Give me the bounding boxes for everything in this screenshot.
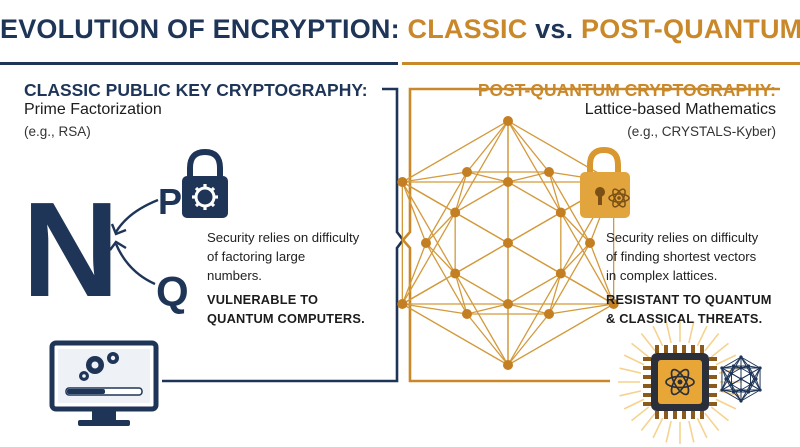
pqc-description: Security relies on difficulty of finding… <box>606 228 796 285</box>
factor-arrows-icon <box>109 198 159 286</box>
classic-verdict: VULNERABLE TO QUANTUM COMPUTERS. <box>207 290 397 328</box>
factor-q-glyph: Q <box>156 268 189 315</box>
pqc-bracket-line <box>401 87 780 383</box>
title-part-post-quantum: POST-QUANTUM <box>580 14 800 44</box>
classic-subtitle: Prime Factorization <box>24 101 162 118</box>
page-title: EVOLUTION OF ENCRYPTION: CLASSIC vs. POS… <box>0 14 800 45</box>
title-divider-navy <box>0 62 398 65</box>
pqc-description-line: in complex lattices. <box>606 268 718 283</box>
factor-p-glyph: P <box>158 181 182 222</box>
classic-example: (e.g., RSA) <box>24 124 91 139</box>
padlock-atom-icon <box>580 146 630 218</box>
computer-monitor-gears-icon <box>49 340 159 426</box>
classic-description-line: of factoring large <box>207 249 306 264</box>
pqc-verdict-line: & CLASSICAL THREATS. <box>606 311 763 326</box>
title-part-evolution: EVOLUTION OF ENCRYPTION: <box>0 14 408 44</box>
factor-n-glyph: N <box>22 174 120 325</box>
pqc-description-line: Security relies on difficulty <box>606 230 759 245</box>
title-part-vs: vs. <box>527 14 581 44</box>
pqc-example: (e.g., CRYSTALS-Kyber) <box>627 124 776 139</box>
classic-description-line: Security relies on difficulty <box>207 230 360 245</box>
classic-heading: CLASSIC PUBLIC KEY CRYPTOGRAPHY: <box>24 80 368 100</box>
lattice-icon <box>397 116 619 370</box>
classic-description: Security relies on difficulty of factori… <box>207 228 387 285</box>
padlock-gear-icon <box>182 148 228 218</box>
classic-verdict-line: VULNERABLE TO <box>207 292 319 307</box>
pqc-verdict-line: RESISTANT TO QUANTUM <box>606 292 772 307</box>
classic-description-line: numbers. <box>207 268 262 283</box>
classic-verdict-line: QUANTUM COMPUTERS. <box>207 311 365 326</box>
title-part-classic: CLASSIC <box>407 14 528 44</box>
pqc-verdict: RESISTANT TO QUANTUM & CLASSICAL THREATS… <box>606 290 796 328</box>
title-divider-gold <box>402 62 800 65</box>
small-lattice-icon <box>720 355 762 403</box>
quantum-chip-icon <box>618 320 742 444</box>
pqc-description-line: of finding shortest vectors <box>606 249 757 264</box>
pqc-subtitle: Lattice-based Mathematics <box>584 101 776 118</box>
